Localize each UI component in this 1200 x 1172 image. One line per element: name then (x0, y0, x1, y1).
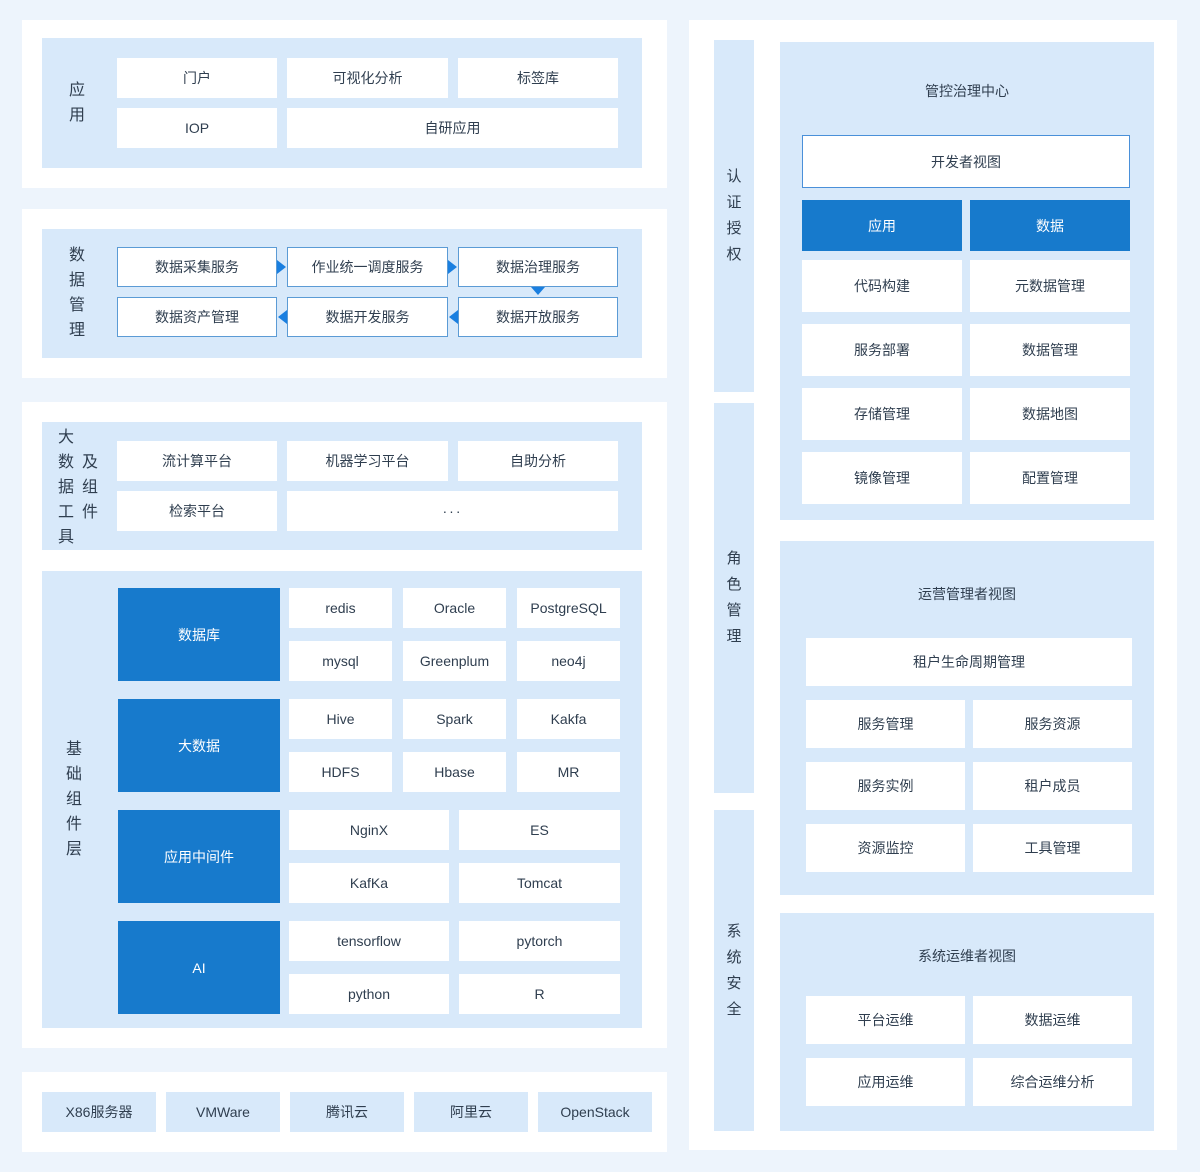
tech-node: Greenplum (403, 641, 506, 681)
tech-node: Oracle (403, 588, 506, 628)
node-tool-mgmt: 工具管理 (973, 824, 1132, 872)
node-openstack: OpenStack (538, 1092, 652, 1132)
group-database: 数据库 (118, 588, 280, 681)
node-service-mgmt: 服务管理 (806, 700, 965, 748)
node-data-ops: 数据运维 (973, 996, 1132, 1044)
section-app (22, 20, 667, 188)
node-developer-view: 开发者视图 (802, 135, 1130, 188)
section-foundation-label: 基础组件层 (65, 741, 82, 858)
tech-node: HDFS (289, 752, 392, 792)
node-ops-analysis: 综合运维分析 (973, 1058, 1132, 1106)
section-app-label: 应用 (68, 82, 85, 124)
node-image-mgmt: 镜像管理 (802, 452, 962, 504)
group-ai: AI (118, 921, 280, 1014)
node-service-instance: 服务实例 (806, 762, 965, 810)
node-app-ops: 应用运维 (806, 1058, 965, 1106)
node-tenant-member: 租户成员 (973, 762, 1132, 810)
node-visual-analysis: 可视化分析 (287, 58, 448, 98)
bar-role: 角色管理 (714, 403, 754, 793)
tech-node: mysql (289, 641, 392, 681)
tech-node: KafKa (289, 863, 449, 903)
tab-app: 应用 (802, 200, 962, 251)
node-ml-platform: 机器学习平台 (287, 441, 448, 481)
node-config-mgmt: 配置管理 (970, 452, 1130, 504)
bar-auth: 认证授权 (714, 40, 754, 392)
tech-node: pytorch (459, 921, 620, 961)
node-code-build: 代码构建 (802, 260, 962, 312)
tech-node: neo4j (517, 641, 620, 681)
node-iop: IOP (117, 108, 277, 148)
node-tencent-cloud: 腾讯云 (290, 1092, 404, 1132)
node-x86: X86服务器 (42, 1092, 156, 1132)
tech-node: ES (459, 810, 620, 850)
bar-auth-label: 认证授权 (726, 168, 742, 263)
arrow-right-icon (277, 260, 286, 274)
panel-governance-title: 管控治理中心 (925, 83, 1009, 99)
node-self-service-analysis: 自助分析 (458, 441, 618, 481)
node-ellipsis: ··· (287, 491, 618, 531)
arrow-down-icon (531, 287, 545, 295)
node-portal: 门户 (117, 58, 277, 98)
node-service-deploy: 服务部署 (802, 324, 962, 376)
node-data-governance: 数据治理服务 (458, 247, 618, 287)
node-metadata-mgmt: 元数据管理 (970, 260, 1130, 312)
node-data-dev: 数据开发服务 (287, 297, 448, 337)
node-search-platform: 检索平台 (117, 491, 277, 531)
node-job-scheduling: 作业统一调度服务 (287, 247, 448, 287)
bar-role-label: 角色管理 (726, 550, 742, 645)
tech-node: redis (289, 588, 392, 628)
tech-node: Hive (289, 699, 392, 739)
node-data-collection: 数据采集服务 (117, 247, 277, 287)
panel-operation-title: 运营管理者视图 (918, 586, 1016, 602)
bar-security: 系统安全 (714, 810, 754, 1131)
section-bigdata-tools-label-col2: 及组件 (81, 454, 98, 521)
arrow-right-icon (448, 260, 457, 274)
tech-node: R (459, 974, 620, 1014)
node-tenant-lifecycle: 租户生命周期管理 (806, 638, 1132, 686)
group-bigdata: 大数据 (118, 699, 280, 792)
node-vmware: VMWare (166, 1092, 280, 1132)
section-data-mgmt-label: 数据管理 (68, 247, 85, 339)
node-resource-monitor: 资源监控 (806, 824, 965, 872)
node-data-map: 数据地图 (970, 388, 1130, 440)
node-data-open: 数据开放服务 (458, 297, 618, 337)
tech-node: NginX (289, 810, 449, 850)
arrow-left-icon (278, 310, 287, 324)
tab-data: 数据 (970, 200, 1130, 251)
bar-security-label: 系统安全 (726, 922, 742, 1018)
tech-node: Tomcat (459, 863, 620, 903)
node-storage-mgmt: 存储管理 (802, 388, 962, 440)
node-data-asset: 数据资产管理 (117, 297, 277, 337)
group-middleware: 应用中间件 (118, 810, 280, 903)
tech-node: Spark (403, 699, 506, 739)
node-data-mgmt: 数据管理 (970, 324, 1130, 376)
section-data-mgmt (22, 209, 667, 378)
tech-node: PostgreSQL (517, 588, 620, 628)
tech-node: Kakfa (517, 699, 620, 739)
node-stream-computing: 流计算平台 (117, 441, 277, 481)
node-self-dev-app: 自研应用 (287, 108, 618, 148)
tech-node: tensorflow (289, 921, 449, 961)
node-platform-ops: 平台运维 (806, 996, 965, 1044)
tech-node: python (289, 974, 449, 1014)
tech-node: MR (517, 752, 620, 792)
node-service-resource: 服务资源 (973, 700, 1132, 748)
panel-ops-title: 系统运维者视图 (918, 948, 1016, 964)
node-tag-library: 标签库 (458, 58, 618, 98)
tech-node: Hbase (403, 752, 506, 792)
node-ali-cloud: 阿里云 (414, 1092, 528, 1132)
arrow-left-icon (449, 310, 458, 324)
section-bigdata-tools-label-col1: 大数据工具 (57, 429, 74, 546)
